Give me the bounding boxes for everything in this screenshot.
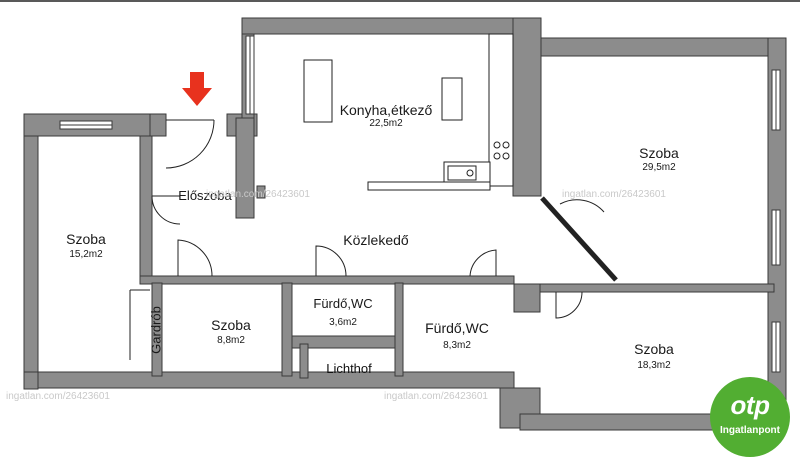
room-kozlekedo-name: Közlekedő xyxy=(343,232,409,248)
dining-bench xyxy=(441,77,463,121)
windows xyxy=(59,35,781,373)
room-szoba-se-area: 18,3m2 xyxy=(637,360,671,371)
room-gardrob-name: Gardrób xyxy=(148,306,164,354)
room-lichthof-name: Lichthof xyxy=(326,361,372,376)
inner-walls xyxy=(139,117,775,379)
room-szoba-small-name: Szoba xyxy=(211,317,251,333)
room-szoba-ne-name: Szoba xyxy=(639,145,679,161)
otp-ingatlanpont-logo: otp Ingatlanpont xyxy=(710,377,790,457)
room-szoba-small-area: 8,8m2 xyxy=(217,335,245,346)
room-furdo-large-area: 8,3m2 xyxy=(443,340,471,351)
outer-walls xyxy=(23,17,787,431)
logo-brand: otp xyxy=(730,390,770,420)
room-szoba-w-area: 15,2m2 xyxy=(69,249,103,260)
room-konyha-area: 22,5m2 xyxy=(369,118,403,129)
room-szoba-ne-area: 29,5m2 xyxy=(642,162,676,173)
room-furdo-small-area: 3,6m2 xyxy=(329,317,357,328)
diagonal-wall xyxy=(540,196,618,282)
room-furdo-small-name: Fürdő,WC xyxy=(313,296,373,311)
watermark-bottom-1: ingatlan.com/26423601 xyxy=(6,391,110,402)
dining-table xyxy=(303,59,333,123)
sink-icon xyxy=(447,165,477,181)
doors xyxy=(129,119,605,360)
room-konyha-name: Konyha,étkező xyxy=(339,102,433,118)
room-furdo-large-name: Fürdő,WC xyxy=(425,320,489,336)
watermark-bottom-2: ingatlan.com/26423601 xyxy=(384,391,488,402)
stove-icon xyxy=(493,141,510,160)
room-szoba-w-name: Szoba xyxy=(66,231,106,247)
room-eloszoba-name: Előszoba xyxy=(178,188,232,203)
watermark-mid-1: ingatlan.com/26423601 xyxy=(206,189,310,200)
kitchen-counter xyxy=(367,33,514,191)
room-szoba-se-name: Szoba xyxy=(634,341,674,357)
watermark-mid-2: ingatlan.com/26423601 xyxy=(562,189,666,200)
entrance-arrow-icon xyxy=(182,72,212,106)
logo-subtitle: Ingatlanpont xyxy=(720,425,780,436)
